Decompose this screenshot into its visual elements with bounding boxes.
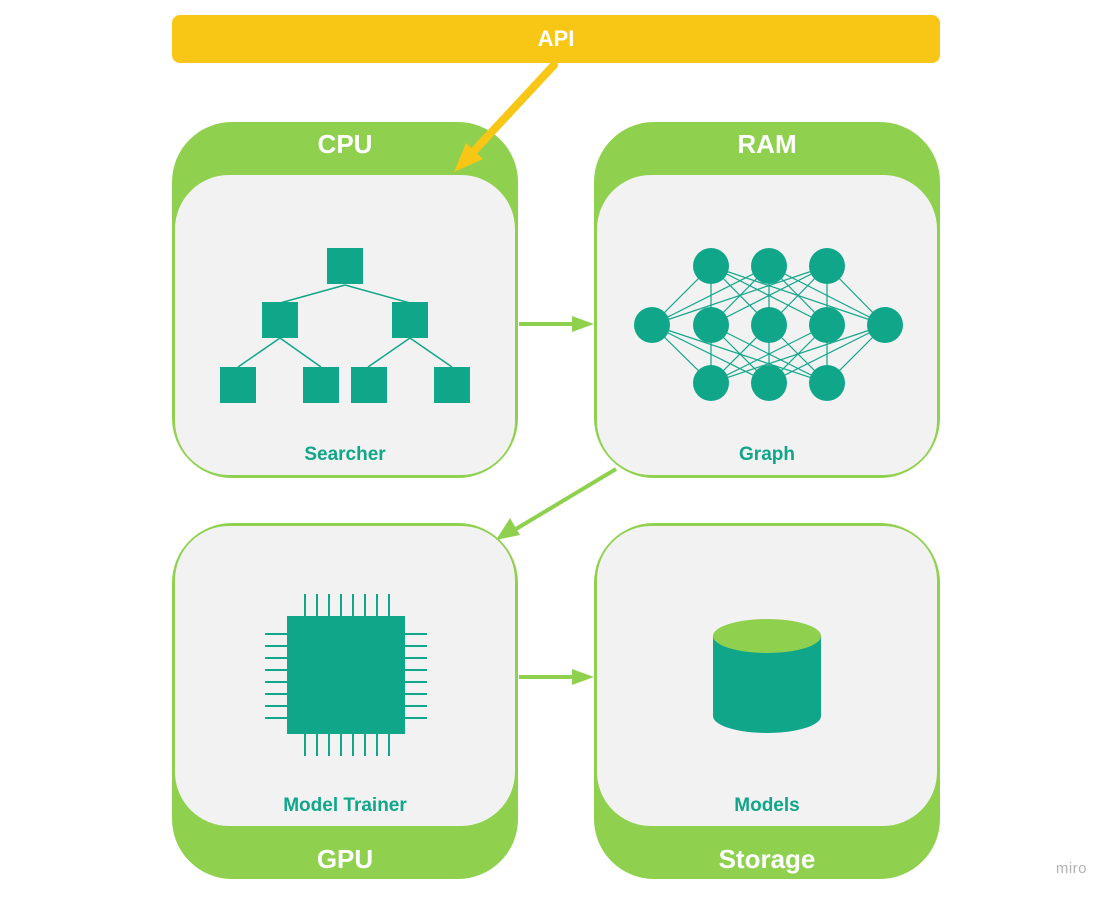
neural-network-icon — [634, 248, 903, 401]
network-node — [693, 248, 729, 284]
network-node — [751, 365, 787, 401]
model-trainer-label: Model Trainer — [283, 795, 407, 816]
network-node — [693, 365, 729, 401]
storage-title: Storage — [718, 844, 816, 874]
searcher-card[interactable]: Searcher — [175, 175, 515, 475]
api-label: API — [537, 26, 575, 51]
network-node — [867, 307, 903, 343]
network-node — [751, 307, 787, 343]
gpu-title: GPU — [316, 844, 374, 874]
network-edge — [710, 265, 828, 326]
network-node — [693, 307, 729, 343]
network-edge — [651, 265, 828, 326]
network-node — [809, 248, 845, 284]
network-node — [634, 307, 670, 343]
api-bar[interactable]: API — [172, 15, 940, 63]
graph-label: Graph — [739, 444, 795, 465]
network-node — [809, 307, 845, 343]
network-edge — [710, 324, 828, 384]
ram-group[interactable]: RAM Graph — [594, 122, 940, 478]
network-node — [809, 365, 845, 401]
gpu-group[interactable]: Model Trainer GPU — [172, 523, 518, 879]
network-edge — [651, 265, 770, 326]
models-label: Models — [734, 795, 800, 816]
cpu-group[interactable]: CPU — [172, 122, 518, 478]
chip-icon — [265, 594, 427, 756]
network-edge — [710, 324, 886, 384]
graph-card[interactable]: Graph — [597, 175, 937, 475]
searcher-label: Searcher — [304, 444, 386, 465]
arrow-cpu-to-ram — [519, 316, 594, 332]
database-icon — [713, 619, 821, 733]
miro-watermark: miro — [1055, 860, 1087, 877]
storage-group[interactable]: Models Storage — [594, 523, 940, 879]
tree-hierarchy-icon — [220, 248, 470, 403]
ram-title: RAM — [737, 129, 797, 159]
arrow-gpu-to-storage — [519, 669, 594, 685]
model-trainer-card[interactable]: Model Trainer — [175, 526, 515, 826]
cpu-title: CPU — [317, 129, 373, 159]
network-node — [751, 248, 787, 284]
models-card[interactable]: Models — [597, 526, 937, 826]
network-edge — [768, 324, 886, 384]
